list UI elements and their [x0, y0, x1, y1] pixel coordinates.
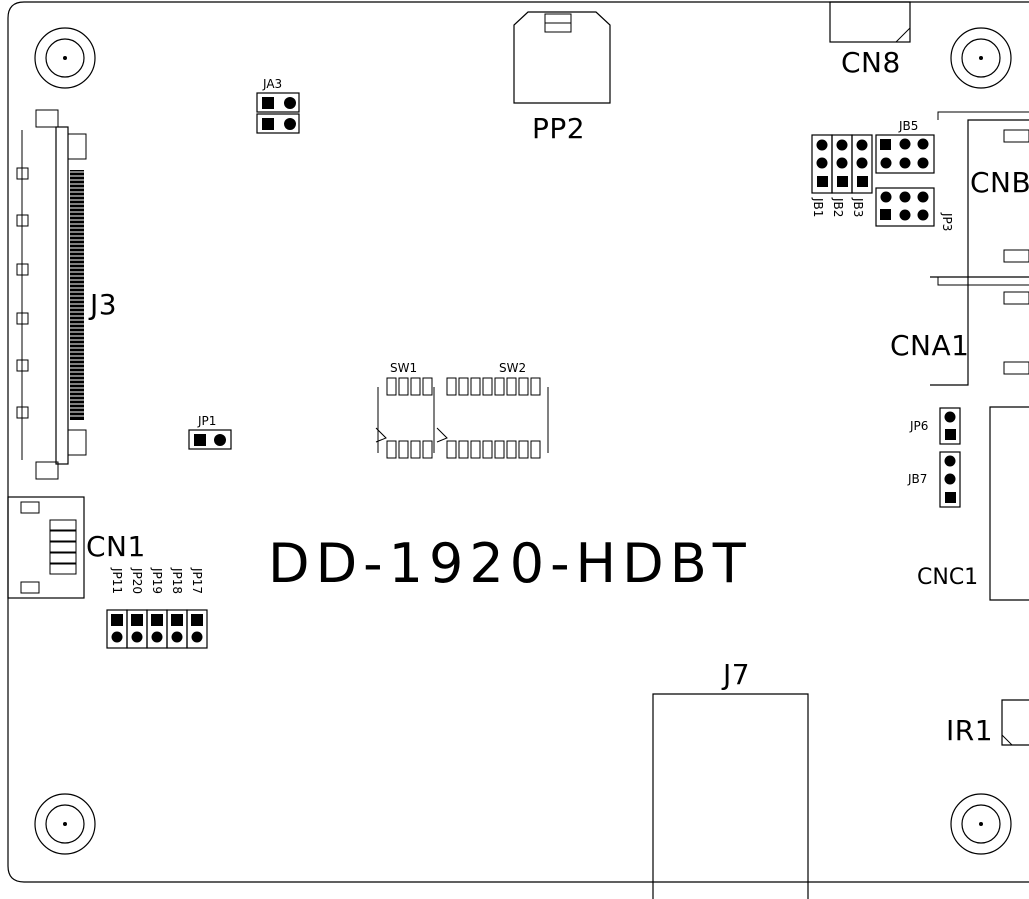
label-ir1: IR1 [946, 714, 993, 747]
jumper-ja3 [256, 92, 300, 134]
label-jp18: JP18 [170, 567, 184, 594]
connector-pp2 [513, 11, 611, 104]
mounting-hole-top-left [34, 27, 96, 89]
label-jb5: JB5 [898, 119, 918, 133]
jumper-jp6 [939, 407, 961, 445]
label-cnb1: CNB1 [970, 166, 1029, 199]
connector-cna1 [930, 276, 1029, 386]
jumper-jp11-jp17 [106, 609, 208, 649]
label-jp11: JP11 [110, 567, 124, 594]
label-jp3: JP3 [940, 212, 954, 231]
connector-cn1 [7, 496, 85, 599]
connector-j7 [652, 693, 809, 899]
connector-cnb1 [937, 111, 1029, 286]
label-cna1: CNA1 [890, 329, 969, 362]
label-jb2: JB2 [831, 197, 845, 217]
label-jp6: JP6 [909, 419, 928, 433]
label-ja3: JA3 [262, 77, 282, 91]
board-model-title: DD-1920-HDBT [268, 532, 752, 595]
label-sw1: SW1 [390, 361, 417, 375]
sensor-ir1 [1001, 699, 1029, 746]
board-outline [7, 1, 1029, 883]
label-pp2: PP2 [532, 112, 585, 145]
connector-cnc1 [989, 406, 1029, 601]
mounting-hole-bottom-right [950, 793, 1012, 855]
mounting-hole-top-right [950, 27, 1012, 89]
jumper-jp1 [188, 429, 232, 450]
label-j7: J7 [721, 658, 750, 691]
label-sw2: SW2 [499, 361, 526, 375]
label-jb3: JB3 [851, 197, 865, 217]
mounting-hole-bottom-left [34, 793, 96, 855]
label-cn1: CN1 [86, 530, 146, 563]
label-jp19: JP19 [150, 567, 164, 594]
label-jp1: JP1 [197, 414, 216, 428]
jumper-jb1-jb3 [811, 134, 873, 194]
jumper-jp3 [875, 187, 935, 227]
jumper-jb5 [875, 134, 935, 174]
connector-j3 [16, 109, 87, 480]
label-jb7: JB7 [907, 472, 927, 486]
label-cnc1: CNC1 [917, 565, 978, 590]
label-jp17: JP17 [190, 567, 204, 594]
connector-cn8 [829, 1, 911, 43]
label-j3: J3 [88, 288, 117, 321]
label-jp20: JP20 [130, 567, 144, 594]
label-cn8: CN8 [841, 46, 901, 79]
label-jb1: JB1 [811, 197, 825, 217]
dip-switch-sw1-sw2 [375, 377, 549, 459]
jumper-jb7 [939, 451, 961, 508]
